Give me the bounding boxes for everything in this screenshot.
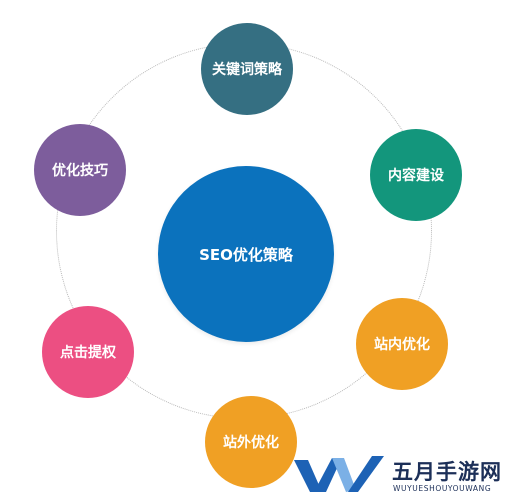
node-offsite-optimization[interactable]: 站外优化 xyxy=(205,396,297,488)
center-node-label: SEO优化策略 xyxy=(199,245,293,264)
watermark-subtitle: WUYUESHOUYOUWANG xyxy=(393,484,492,493)
watermark-title: 五月手游网 xyxy=(392,459,502,484)
wm-logo-stroke-1 xyxy=(294,460,322,492)
wm-logo-icon xyxy=(294,456,384,492)
node-optimization-tips-label: 优化技巧 xyxy=(52,163,108,179)
node-onsite-optimization-label: 站内优化 xyxy=(374,337,430,353)
node-content-building-label: 内容建设 xyxy=(388,168,444,184)
wm-logo-stroke-4 xyxy=(348,456,384,492)
site-watermark: 五月手游网 WUYUESHOUYOUWANG xyxy=(292,452,528,498)
node-keyword-strategy-label: 关键词策略 xyxy=(212,62,282,78)
node-content-building[interactable]: 内容建设 xyxy=(370,129,462,221)
wm-logo-stroke-3 xyxy=(332,458,356,492)
node-click-rank-boost[interactable]: 点击提权 xyxy=(42,306,134,398)
node-keyword-strategy[interactable]: 关键词策略 xyxy=(201,23,293,115)
node-optimization-tips[interactable]: 优化技巧 xyxy=(34,124,126,216)
node-click-rank-boost-label: 点击提权 xyxy=(60,345,116,361)
node-onsite-optimization[interactable]: 站内优化 xyxy=(356,298,448,390)
center-node-seo-strategy[interactable]: SEO优化策略 xyxy=(158,166,334,342)
node-offsite-optimization-label: 站外优化 xyxy=(223,435,279,451)
wm-logo-stroke-2 xyxy=(314,458,338,492)
